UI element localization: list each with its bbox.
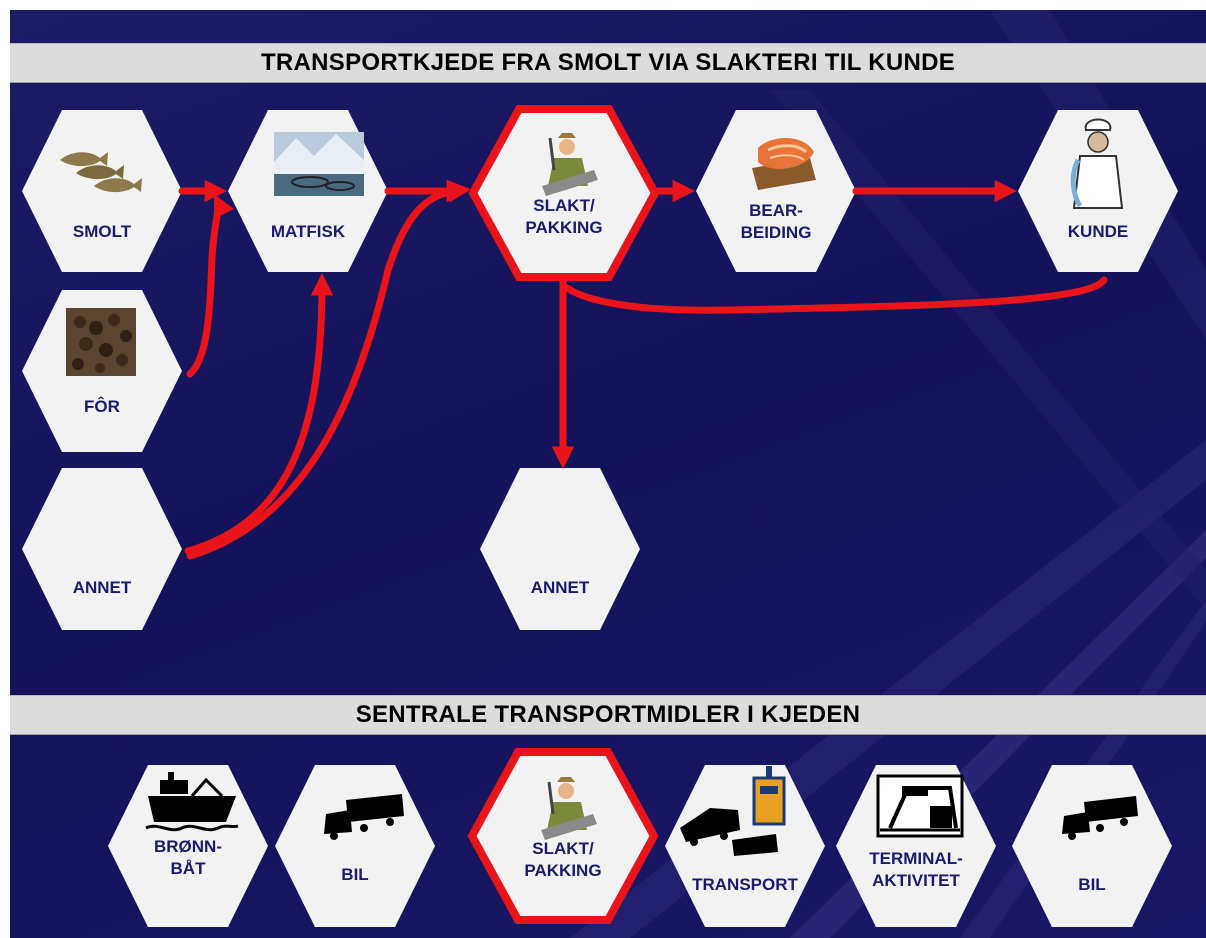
node-label-annet-left: ANNET bbox=[72, 578, 132, 597]
node-label-transport: TRANSPORT bbox=[692, 875, 798, 894]
node-label-for: FÔR bbox=[84, 397, 120, 416]
fish-icon bbox=[60, 152, 142, 193]
node-label-matfisk: MATFISK bbox=[270, 222, 346, 241]
fish-farm-icon bbox=[274, 132, 364, 196]
node-label-slakt-pakking: SLAKT/ PAKKING bbox=[525, 196, 603, 237]
node-smolt bbox=[22, 110, 182, 272]
node-label-bronnbat: BRØNN- BÅT bbox=[154, 837, 222, 878]
chef-icon bbox=[1070, 118, 1124, 209]
node-matfisk bbox=[228, 110, 388, 272]
node-label-bil-2: BIL bbox=[1078, 875, 1106, 894]
flow-arrows bbox=[178, 179, 1108, 560]
salmon-fillet-icon bbox=[752, 137, 816, 190]
node-annet-left bbox=[22, 468, 182, 630]
title-band: TRANSPORTKJEDE FRA SMOLT VIA SLAKTERI TI… bbox=[10, 43, 1206, 83]
node-bil-2 bbox=[1012, 765, 1172, 927]
node-slakt-pakking bbox=[468, 105, 660, 281]
flow-diagram bbox=[22, 105, 1178, 927]
node-bronnbat bbox=[108, 765, 268, 927]
node-label-slakt-pakking-bottom: SLAKT/ PAKKING bbox=[524, 839, 602, 880]
node-terminal bbox=[836, 765, 996, 927]
slide: TRANSPORTKJEDE FRA SMOLT VIA SLAKTERI TI… bbox=[10, 10, 1206, 938]
fish-worker-icon bbox=[541, 777, 597, 840]
node-slakt-pakking-bottom bbox=[467, 748, 659, 924]
node-bil-1 bbox=[275, 765, 435, 927]
node-bearbeiding bbox=[696, 110, 856, 272]
node-label-bearbeiding: BEAR- BEIDING bbox=[740, 201, 812, 242]
node-label-kunde: KUNDE bbox=[1067, 222, 1129, 241]
diagram-subtitle: SENTRALE TRANSPORTMIDLER I KJEDEN bbox=[355, 701, 861, 728]
diagram-title: TRANSPORTKJEDE FRA SMOLT VIA SLAKTERI TI… bbox=[260, 49, 956, 76]
node-annet-center bbox=[480, 468, 640, 630]
node-transport bbox=[665, 765, 825, 927]
feed-pellets-icon bbox=[66, 308, 136, 376]
train-ferry-truck-icon bbox=[680, 766, 786, 856]
truck-icon bbox=[1062, 796, 1138, 840]
node-label-terminal: TERMINAL- AKTIVITET bbox=[869, 849, 963, 890]
node-label-annet-center: ANNET bbox=[530, 578, 590, 597]
node-label-bil-1: BIL bbox=[341, 865, 369, 884]
node-for bbox=[22, 290, 182, 452]
fish-worker-icon bbox=[542, 133, 598, 196]
node-kunde bbox=[1018, 110, 1178, 272]
truck-icon bbox=[324, 794, 404, 840]
terminal-crane-icon bbox=[876, 774, 964, 838]
subtitle-band: SENTRALE TRANSPORTMIDLER I KJEDEN bbox=[10, 695, 1206, 735]
node-label-smolt: SMOLT bbox=[72, 222, 132, 241]
well-boat-icon bbox=[145, 772, 239, 832]
